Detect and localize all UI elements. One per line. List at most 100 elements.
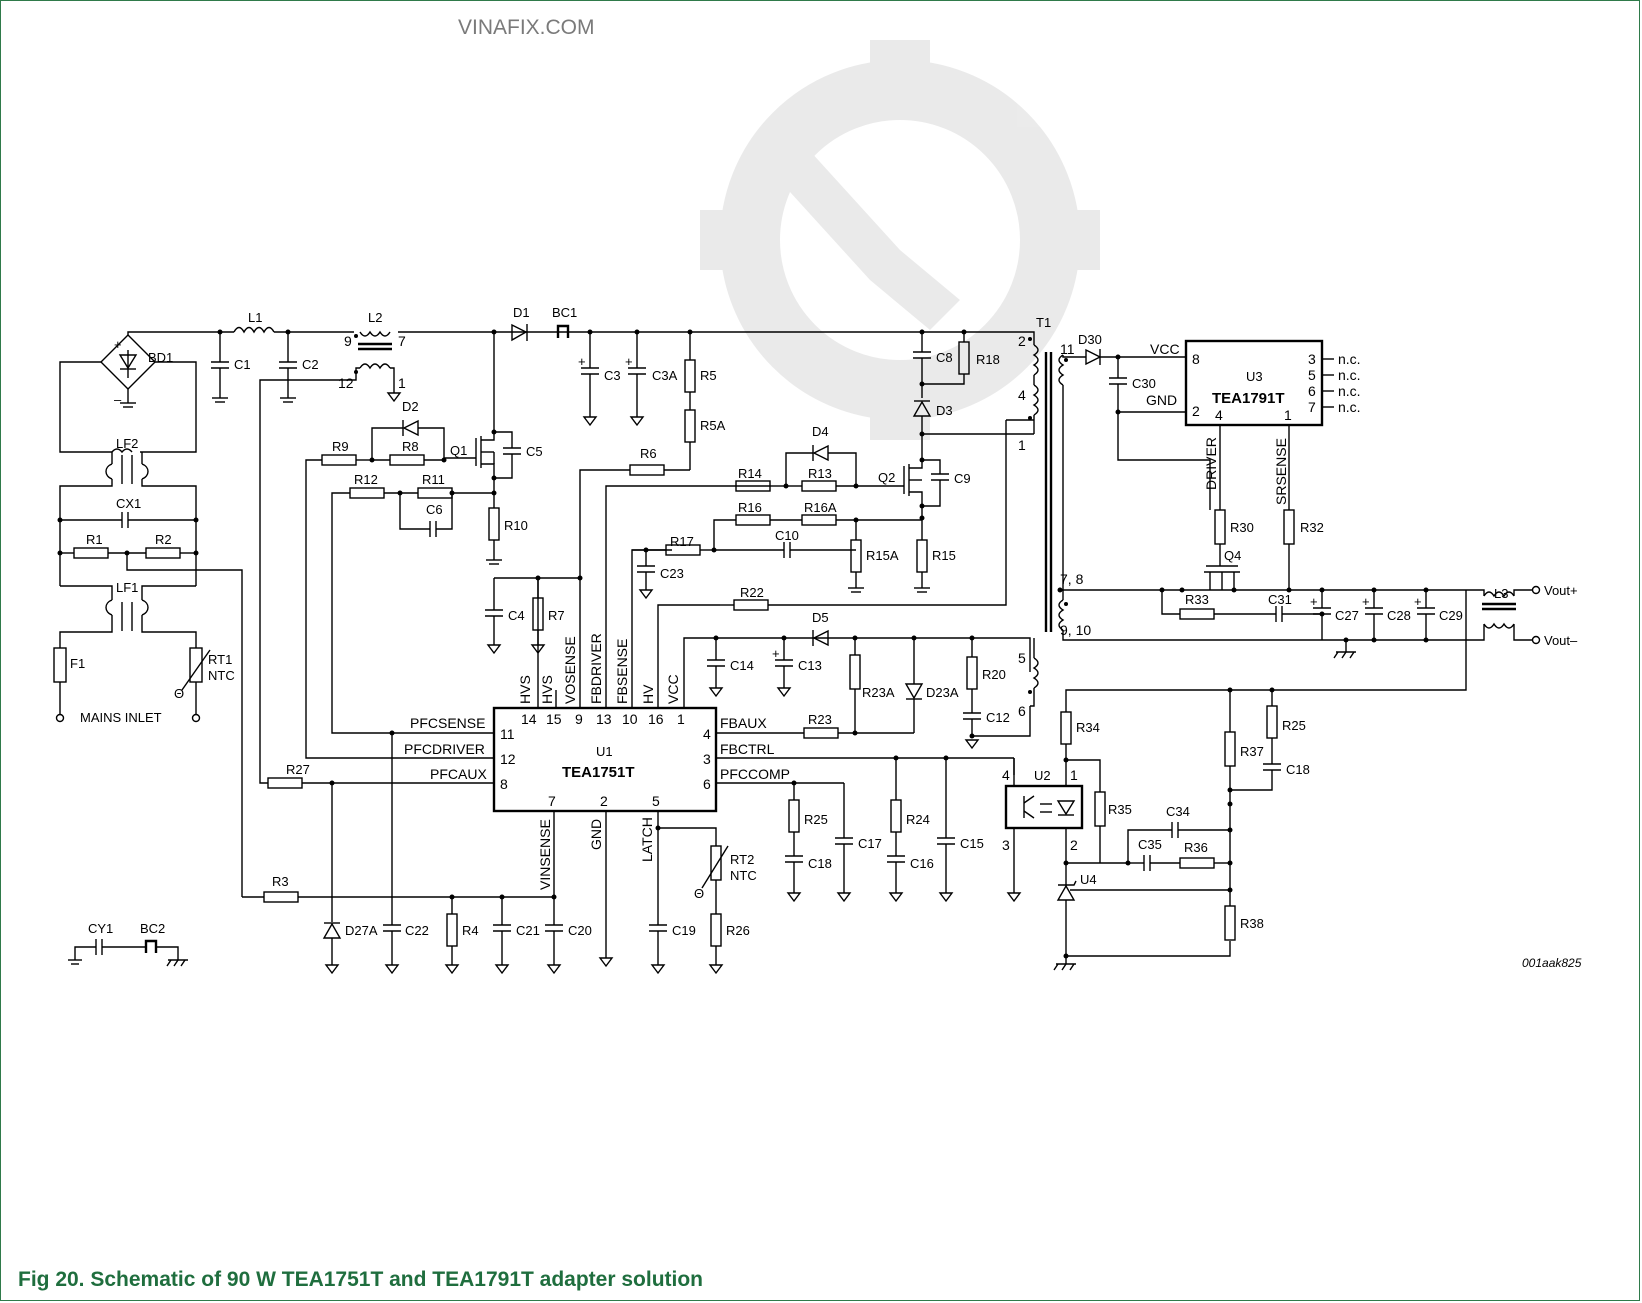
u1-pin-9: 9 (575, 711, 583, 727)
u3-nc-7: n.c. (1338, 399, 1361, 415)
c3-label: C3 (604, 368, 621, 383)
u3-pin-7: 7 (1308, 399, 1316, 415)
r15-label: R15 (932, 548, 956, 563)
r6-label: R6 (640, 446, 657, 461)
u1-pin-fbaux: FBAUX (720, 715, 767, 731)
u2-pin-1: 1 (1070, 767, 1078, 783)
flyback-primary: C8 R18 D3 Q2 C9 D4 R13 (632, 329, 1034, 611)
pfc-input-filter: L1 C1 C2 L2 9 7 12 1 (211, 310, 406, 784)
u1-pin-4: 4 (703, 726, 711, 742)
u1-pin-fbsense: FBSENSE (614, 639, 630, 704)
rt1-theta: Θ (174, 686, 184, 701)
c34-label: C34 (1166, 804, 1190, 819)
q2-label: Q2 (878, 470, 895, 485)
r30-label: R30 (1230, 520, 1254, 535)
r1-label: R1 (86, 532, 103, 547)
rt2-theta: Θ (694, 886, 704, 901)
c27-plus: + (1310, 594, 1318, 609)
mains-inlet-label: MAINS INLET (80, 710, 162, 725)
r16-label: R16 (738, 500, 762, 515)
watermark-gear-logo (700, 40, 1100, 440)
r3-label: R3 (272, 874, 289, 889)
rt2-ntc-label: NTC (730, 868, 757, 883)
r5a-label: R5A (700, 418, 726, 433)
t1-pin-11: 11 (1060, 341, 1075, 357)
u1-pin-vcc: VCC (665, 674, 681, 704)
t1-pin-6: 6 (1018, 703, 1026, 719)
r10-label: R10 (504, 518, 528, 533)
r23-label: R23 (808, 712, 832, 727)
f1-label: F1 (70, 656, 85, 671)
figure-code: 001aak825 (1522, 956, 1582, 970)
r38-label: R38 (1240, 916, 1264, 931)
u1-pin-pfccomp: PFCCOMP (720, 766, 790, 782)
u3-pin-3: 3 (1308, 351, 1316, 367)
l1-label: L1 (248, 310, 262, 325)
vout-plus-label: Vout+ (1544, 583, 1578, 598)
r2-label: R2 (155, 532, 172, 547)
c17-label: C17 (858, 836, 882, 851)
u3-pin-4: 4 (1215, 407, 1223, 423)
d3-label: D3 (936, 403, 953, 418)
c35-label: C35 (1138, 837, 1162, 852)
c8-label: C8 (936, 350, 953, 365)
u3-pin-gnd: GND (1146, 392, 1177, 408)
rt1-label: RT1 (208, 652, 232, 667)
u3-pin-1: 1 (1284, 407, 1292, 423)
u1-pin-7: 7 (548, 793, 556, 809)
r9-label: R9 (332, 439, 349, 454)
rt2-label: RT2 (730, 852, 754, 867)
r25-lower-label: R25 (1282, 718, 1306, 733)
u1-pin-8: 8 (500, 776, 508, 792)
q1-label: Q1 (450, 443, 467, 458)
c20-label: C20 (568, 923, 592, 938)
u1-pin-13: 13 (596, 711, 612, 727)
c29-label: C29 (1439, 608, 1463, 623)
c5-label: C5 (526, 444, 543, 459)
u4-label: U4 (1080, 872, 1097, 887)
r35-label: R35 (1108, 802, 1132, 817)
pfc-stage: D1 BC1 + C3 + C3A R5 R5A R6 Q (305, 305, 726, 759)
u3-pin-8: 8 (1192, 351, 1200, 367)
r22-label: R22 (740, 585, 764, 600)
u2-ref: U2 (1034, 768, 1051, 783)
r4-label: R4 (462, 923, 479, 938)
u1-pin-3: 3 (703, 751, 711, 767)
d2-label: D2 (402, 399, 419, 414)
u1-pin-5: 5 (652, 793, 660, 809)
r20-label: R20 (982, 667, 1006, 682)
c22-label: C22 (405, 923, 429, 938)
u1-pin-latch: LATCH (639, 817, 655, 862)
u1-pin-1: 1 (677, 711, 685, 727)
u3-pin-vcc: VCC (1150, 341, 1180, 357)
c14-label: C14 (730, 658, 754, 673)
compensation-network: C17 R25 C18 R24 C16 C15 R23 (716, 712, 1015, 903)
r32-label: R32 (1300, 520, 1324, 535)
aux-supply: C14 + C13 D5 R23A D23A R20 C12 (707, 610, 1031, 750)
u3-pin-2: 2 (1192, 403, 1200, 419)
l2-pin-12: 12 (338, 375, 354, 391)
t1-pin-9-10: 9, 10 (1060, 622, 1091, 638)
u2-pin-4: 4 (1002, 767, 1010, 783)
u1-name: TEA1751T (562, 764, 635, 781)
r34-label: R34 (1076, 720, 1100, 735)
u3-nc-3: n.c. (1338, 351, 1361, 367)
u3-pin-srsense: SRSENSE (1273, 438, 1289, 505)
bc2-label: BC2 (140, 921, 165, 936)
t1-pin-7-8: 7, 8 (1060, 571, 1084, 587)
l2-pin-1: 1 (398, 375, 406, 391)
c13-plus: + (772, 646, 780, 661)
u3-ref: U3 (1246, 369, 1263, 384)
r11-label: R11 (422, 472, 445, 487)
r7-label: R7 (548, 608, 565, 623)
d23a-label: D23A (926, 685, 959, 700)
u3-pin-6: 6 (1308, 383, 1316, 399)
r17-label: R17 (670, 534, 694, 549)
d5-label: D5 (812, 610, 829, 625)
u3-pin-driver: DRIVER (1203, 437, 1219, 490)
lf1-label: LF1 (116, 580, 138, 595)
c16-label: C16 (910, 856, 934, 871)
t1-pin-2: 2 (1018, 333, 1026, 349)
c30-label: C30 (1132, 376, 1156, 391)
